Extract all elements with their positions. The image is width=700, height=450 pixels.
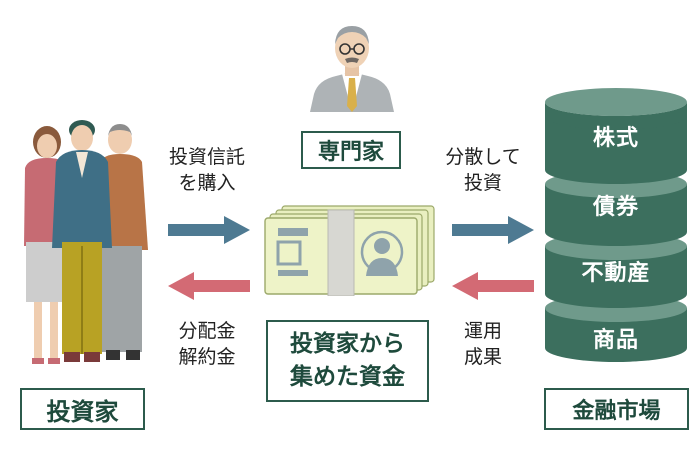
result-text-line1: 運用: [463, 320, 502, 342]
arrow-right-invest-icon: [452, 216, 534, 244]
market-stack: 株式 債券 不動産 商品: [545, 86, 687, 376]
investors-label: 投資家: [20, 388, 145, 430]
arrow-left-distribution-icon: [168, 272, 250, 300]
money-bundle-icon: [264, 205, 435, 296]
fund-label-line2: 集めた資金: [290, 364, 405, 390]
arrow-left-result-icon: [452, 272, 534, 300]
market-label: 金融市場: [544, 388, 689, 430]
invest-text-line1: 分散して: [445, 146, 521, 168]
fund-label: 投資家から 集めた資金: [266, 320, 429, 402]
distribution-text-line1: 分配金: [178, 320, 236, 342]
investors-figure-icon: [24, 120, 148, 364]
result-text-line2: 成果: [463, 346, 502, 368]
market-layer-stocks: 株式: [592, 126, 639, 151]
distribution-text-line2: 解約金: [178, 346, 236, 368]
market-cylinder-icon: [545, 88, 687, 362]
market-layer-commodities: 商品: [592, 328, 639, 353]
market-layer-real-estate: 不動産: [581, 261, 651, 286]
buy-text-line2: を購入: [178, 172, 236, 194]
arrow-right-buy-icon: [168, 216, 250, 244]
expert-figure-icon: [310, 26, 394, 112]
buy-text: 投資信託 を購入: [152, 144, 262, 196]
buy-text-line1: 投資信託: [168, 146, 245, 168]
invest-text-line2: 投資: [463, 172, 502, 194]
result-text: 運用 成果: [438, 318, 528, 370]
fund-label-line1: 投資家から: [290, 331, 405, 357]
market-layer-bonds: 債券: [592, 195, 639, 220]
invest-text: 分散して 投資: [428, 144, 538, 196]
expert-label: 専門家: [301, 131, 401, 169]
distribution-text: 分配金 解約金: [152, 318, 262, 370]
